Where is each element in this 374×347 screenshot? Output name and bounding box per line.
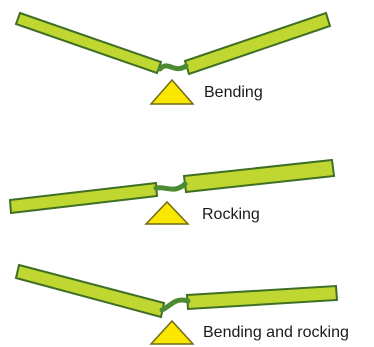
right-bar — [185, 284, 339, 311]
pivot-triangle — [144, 200, 190, 225]
panel-bending: Bending — [14, 11, 332, 105]
pivot-triangle — [149, 78, 195, 105]
pivot-triangle — [149, 319, 195, 345]
right-bar — [182, 158, 336, 194]
hinge-connector — [153, 181, 188, 192]
hinge-connector — [157, 63, 189, 72]
left-bar — [8, 181, 159, 215]
right-bar — [183, 11, 332, 76]
panel-label: Rocking — [202, 206, 260, 223]
hinge-connector — [159, 297, 191, 313]
panel-label: Bending — [204, 84, 263, 101]
left-bar — [14, 11, 163, 75]
panel-label: Bending and rocking — [203, 324, 349, 341]
panel-rocking: Rocking — [8, 158, 336, 225]
left-bar — [14, 263, 166, 319]
panel-bending-and-rocking: Bending and rocking — [14, 263, 349, 345]
